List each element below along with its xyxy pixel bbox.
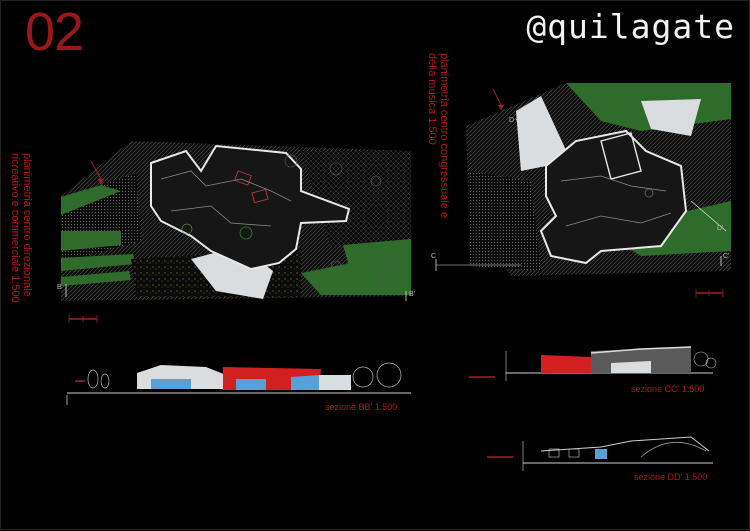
north-arrow-right [492, 88, 502, 106]
green-strip-2 [61, 254, 135, 271]
section-dd-drawing [487, 436, 713, 471]
right-plan-white-area [641, 99, 701, 136]
cc-white-volume [611, 361, 651, 373]
green-strip-3 [61, 271, 131, 286]
marker-b-prime: B' [409, 291, 416, 298]
right-site-plan [435, 83, 731, 297]
internal-walls-1 [160, 170, 292, 202]
bb-glazing-left [151, 379, 191, 389]
section-cc-caption: sezione CC' 1:500 [631, 384, 705, 394]
dd-roof-line [540, 436, 710, 452]
north-arrow-left [90, 160, 102, 180]
bb-building-right [319, 375, 351, 390]
bb-trees [87, 362, 402, 389]
internal-walls-2 [170, 205, 272, 227]
green-area-right [343, 238, 411, 273]
north-arrow-right-head [498, 105, 504, 110]
bb-glazing-right [291, 375, 319, 390]
section-cc-drawing [469, 346, 717, 381]
right-room-circle [644, 188, 654, 198]
dd-window-2 [568, 448, 580, 458]
left-plan-title: planimetria centro direzionale ricreativ… [9, 153, 33, 303]
room-red-2 [251, 188, 269, 204]
right-plan-plaza [516, 96, 571, 171]
section-bb-drawing [66, 362, 411, 405]
cc-trees [693, 351, 717, 369]
marker-d-prime: D' [717, 225, 724, 232]
room-red-1 [234, 170, 252, 186]
tree-symbols [284, 154, 399, 287]
left-site-plan [61, 141, 411, 323]
atrium-circle [239, 226, 253, 240]
section-d-prime-line [690, 200, 727, 232]
right-building-core [600, 132, 642, 180]
marker-c: C [431, 253, 437, 260]
right-plan-title: planimetria centro congressuale e della … [426, 53, 450, 219]
green-strip-top [61, 185, 121, 215]
dd-vault [640, 441, 707, 458]
right-building-footprint [539, 129, 688, 265]
marker-b: B [57, 284, 62, 291]
cc-roof-line [590, 346, 692, 354]
marker-d: D [509, 117, 515, 124]
north-arrow-left-head [98, 179, 104, 185]
section-bb-caption: sezione BB' 1:500 [325, 402, 398, 412]
marker-c-prime: C' [723, 253, 730, 260]
dd-glazing [595, 449, 607, 459]
section-d-line [515, 118, 542, 152]
brand-logo: @quilagate [526, 7, 735, 46]
right-plan-dotted-area [469, 171, 541, 271]
dd-window-1 [548, 448, 560, 458]
section-dd-caption: sezione DD' 1:500 [634, 472, 708, 482]
left-building-footprint [150, 144, 351, 271]
green-strip-1 [61, 231, 121, 251]
scale-bar-left [68, 315, 98, 323]
right-internal-walls-1 [560, 175, 667, 192]
planter-circle [181, 223, 193, 235]
scale-bar-right [695, 289, 724, 297]
bb-glazing-mid [236, 379, 266, 390]
right-internal-walls-2 [565, 212, 672, 227]
sheet-number: 02 [25, 2, 84, 62]
